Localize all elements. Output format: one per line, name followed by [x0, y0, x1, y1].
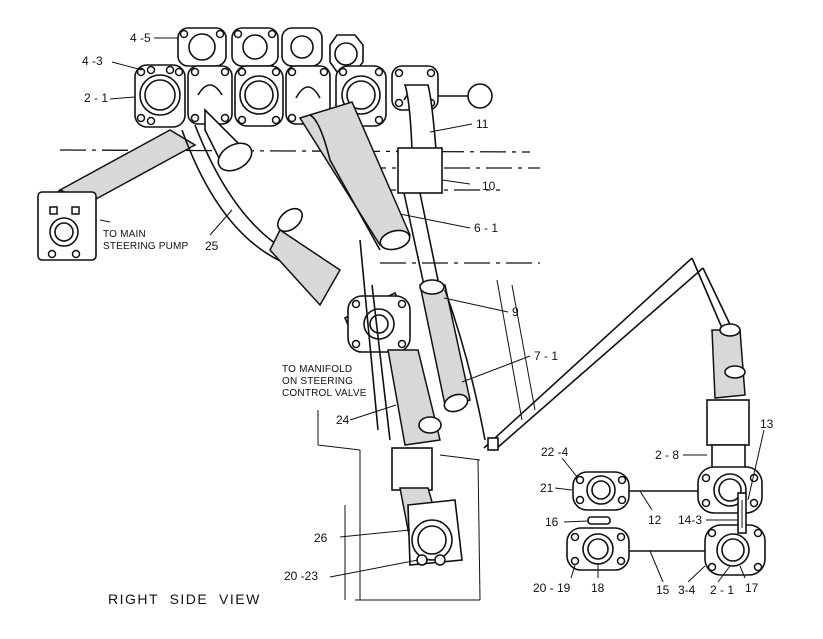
hose-lines — [37, 84, 750, 566]
flange-assembly-right — [566, 466, 766, 576]
callout-9: 9 — [512, 305, 519, 319]
callout-2-1: 2 - 1 — [84, 91, 108, 105]
callout-18: 18 — [591, 581, 605, 595]
callout-22-4: 22 -4 — [541, 445, 569, 459]
callout-2-1-lower: 2 - 1 — [710, 583, 734, 597]
callout-4-3: 4 -3 — [82, 54, 103, 68]
callout-13: 13 — [760, 417, 774, 431]
callout-21: 21 — [540, 481, 554, 495]
callout-6-1: 6 - 1 — [474, 221, 498, 235]
callout-16: 16 — [545, 515, 559, 529]
callout-14-3: 14-3 — [678, 513, 702, 527]
note-manifold-line1: TO MANIFOLD — [282, 364, 352, 375]
view-title: RIGHT SIDE VIEW — [108, 591, 261, 607]
callout-17: 17 — [745, 581, 759, 595]
callout-4-5: 4 -5 — [130, 31, 151, 45]
callout-20-19: 20 - 19 — [533, 581, 571, 595]
note-manifold-line2: ON STEERING — [282, 376, 353, 387]
callout-11: 11 — [476, 117, 489, 131]
callout-3-4: 3-4 — [678, 583, 696, 597]
valve-manifold-top — [134, 27, 493, 128]
callout-labels: 4 -5 4 -3 2 - 1 11 10 25 6 - 1 9 7 - 1 2… — [82, 31, 774, 597]
callout-2-8: 2 - 8 — [655, 448, 679, 462]
leader-lines — [109, 37, 765, 583]
note-main-pump-line1: TO MAIN — [103, 229, 146, 240]
note-manifold-line3: CONTROL VALVE — [282, 388, 367, 399]
callout-7-1: 7 - 1 — [534, 349, 558, 363]
callout-12: 12 — [648, 513, 662, 527]
callout-20-23: 20 -23 — [284, 569, 318, 583]
callout-15: 15 — [656, 583, 670, 597]
callout-25: 25 — [205, 239, 219, 253]
frame-lines — [59, 149, 540, 601]
callout-10: 10 — [482, 179, 496, 193]
annotation-notes: TO MAIN STEERING PUMP TO MANIFOLD ON STE… — [103, 229, 367, 399]
callout-26: 26 — [314, 531, 328, 545]
note-main-pump-line2: STEERING PUMP — [103, 241, 189, 252]
callout-24: 24 — [336, 413, 350, 427]
